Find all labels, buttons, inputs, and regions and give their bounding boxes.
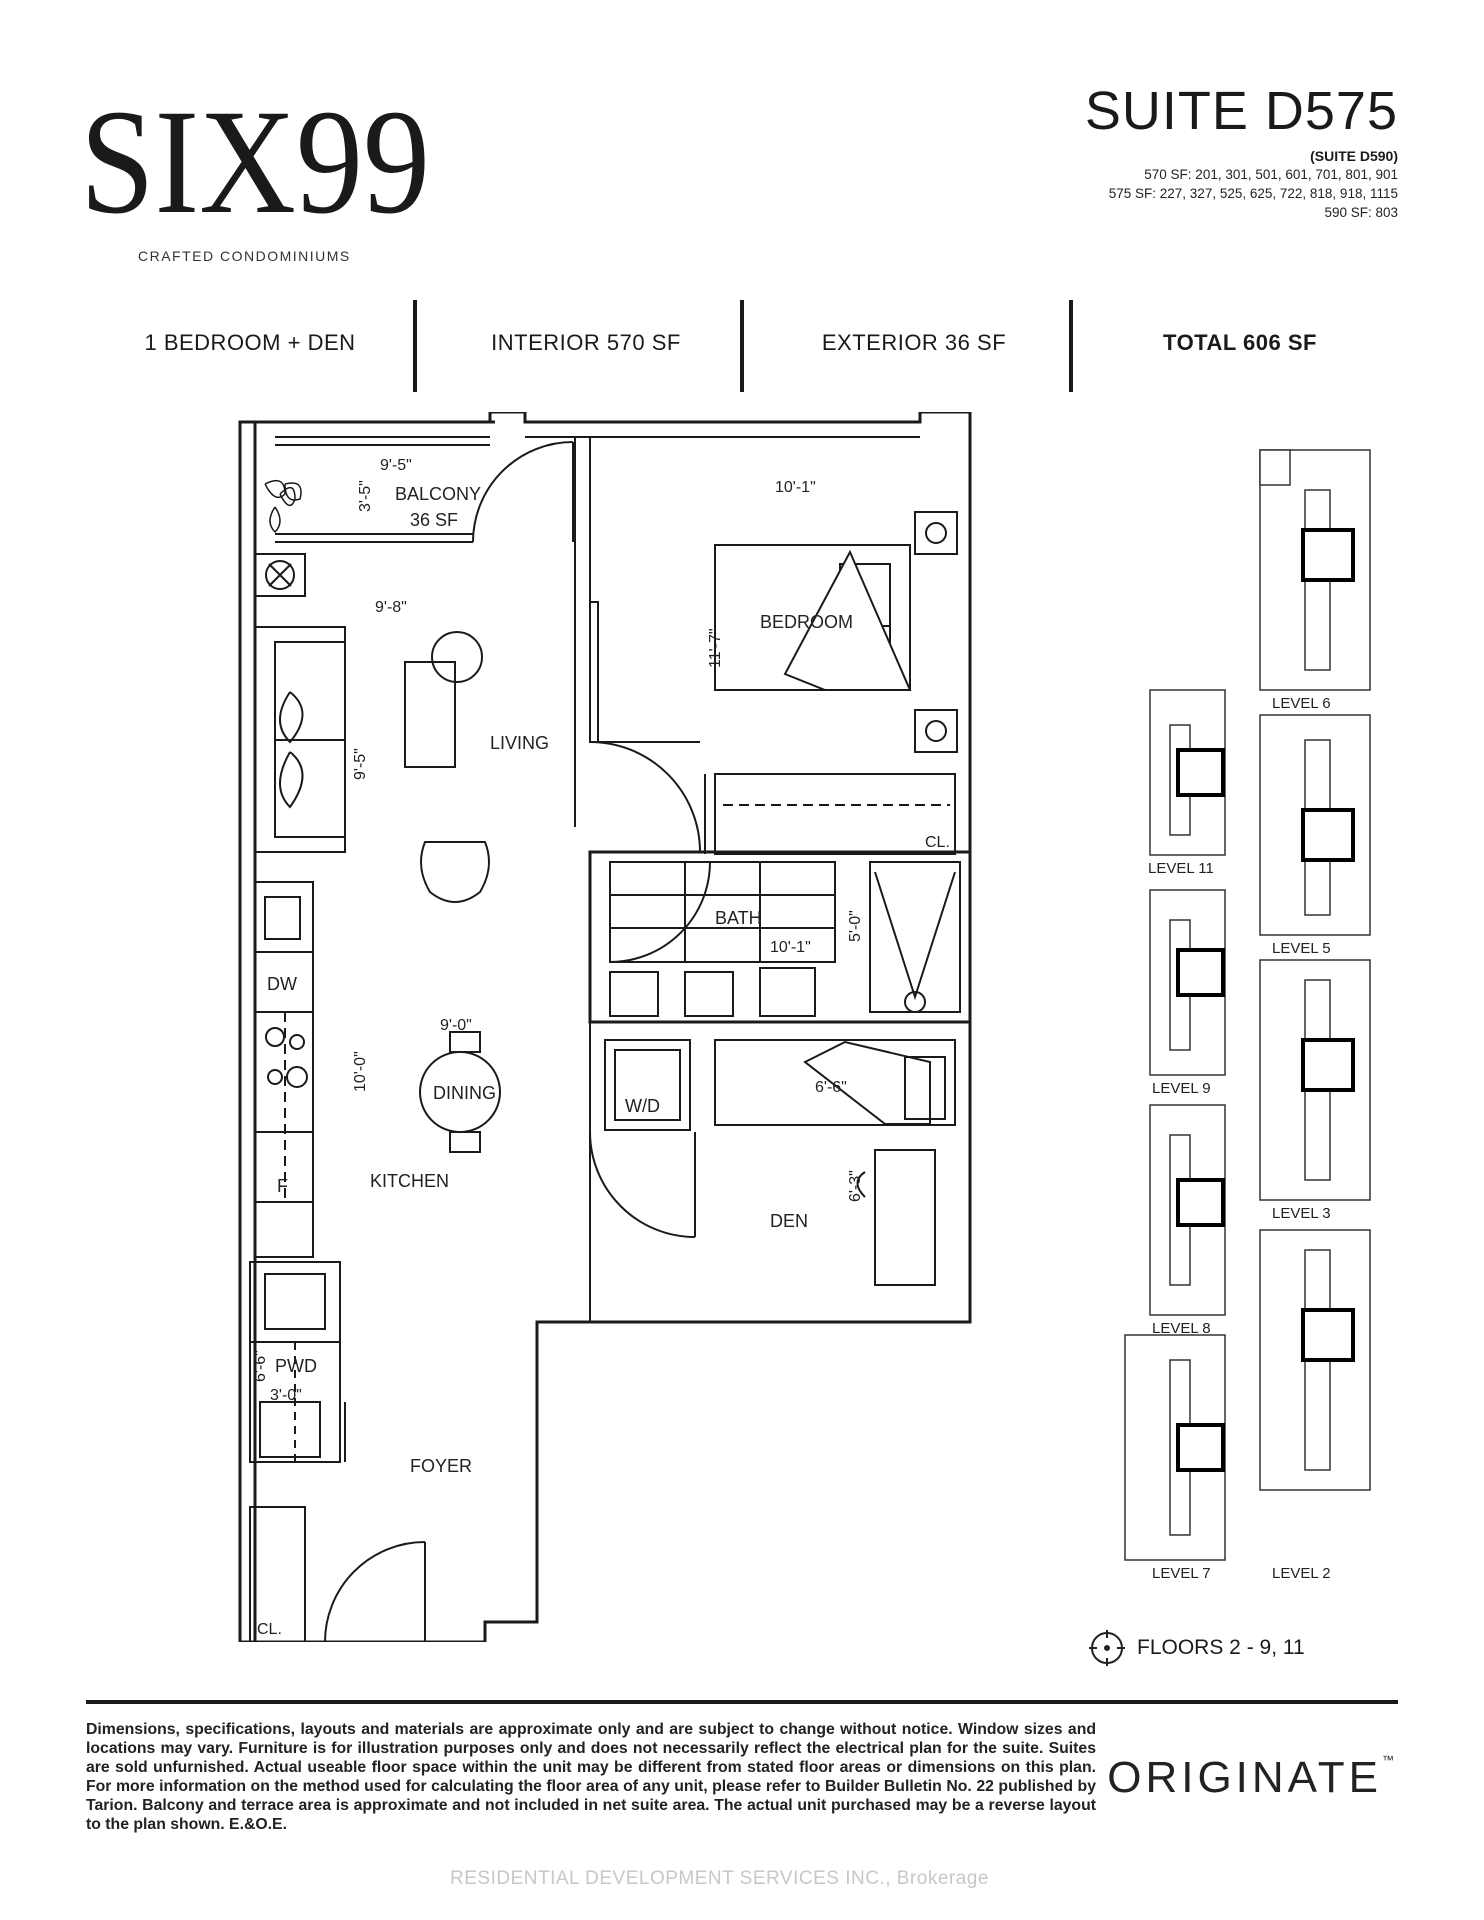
dw-label: DW xyxy=(267,974,297,994)
foyer-closet xyxy=(249,1506,306,1642)
floors-indicator: FLOORS 2 - 9, 11 xyxy=(1087,1628,1305,1668)
foyer-closet-label: CL. xyxy=(257,1621,282,1638)
footer-divider xyxy=(86,1700,1398,1704)
kitchen-counter xyxy=(254,881,314,1258)
exterior-outline xyxy=(238,412,972,1642)
stats-bar: 1 BEDROOM + DEN INTERIOR 570 SF EXTERIOR… xyxy=(90,300,1390,396)
coffee-table xyxy=(404,661,456,768)
balcony-width-dim: 9'-5" xyxy=(380,457,412,474)
dining-label: DINING xyxy=(433,1083,496,1103)
sink xyxy=(609,971,659,1017)
bedroom-width-dim: 10'-1" xyxy=(775,479,816,496)
den-desk xyxy=(874,1149,936,1286)
brokerage-watermark: RESIDENTIAL DEVELOPMENT SERVICES INC., B… xyxy=(450,1868,989,1889)
originate-logo: ORIGINATE™ xyxy=(1107,1753,1394,1803)
keyplan-label-level-7: LEVEL 7 xyxy=(1152,1565,1211,1582)
entry-door-swing xyxy=(324,1541,426,1642)
keyplan-label-level-9: LEVEL 9 xyxy=(1152,1080,1211,1097)
bath-block xyxy=(588,850,972,1024)
keyplan-level-6 xyxy=(1259,449,1371,691)
stat-interior: INTERIOR 570 SF xyxy=(491,330,681,355)
keyplan-level-7 xyxy=(1124,1334,1226,1561)
compass-icon xyxy=(1089,1630,1125,1666)
brand-tm: ™ xyxy=(1382,1753,1394,1767)
bed xyxy=(714,544,911,691)
floor-plan: 9'-5" BALCONY 36 SF 3'-5" 10'-1" BEDROOM… xyxy=(238,412,972,1642)
keyplan-level-3 xyxy=(1259,959,1371,1201)
bath-label: BATH xyxy=(715,908,762,928)
den-width-dim: 6'-6" xyxy=(815,1079,847,1096)
closet-label: CL. xyxy=(925,834,950,851)
keyplan-label-level-5: LEVEL 5 xyxy=(1272,940,1331,957)
bedroom-label: BEDROOM xyxy=(760,612,853,632)
kitchen-label: KITCHEN xyxy=(370,1171,449,1191)
kitchen-depth-dim: 10'-0" xyxy=(352,1051,369,1092)
fridge-label: F xyxy=(277,1176,288,1196)
nightstand xyxy=(914,511,958,555)
bath-door-swing xyxy=(609,861,711,963)
stat-divider xyxy=(1069,300,1073,392)
keyplan-level-11 xyxy=(1149,689,1226,856)
balcony-depth-dim: 3'-5" xyxy=(357,480,374,512)
keyplan-label-level-11: LEVEL 11 xyxy=(1148,860,1214,877)
armchair xyxy=(420,841,490,903)
unit-line-575: 575 SF: 227, 327, 525, 625, 722, 818, 91… xyxy=(1108,186,1398,201)
keyplan-label-level-6: LEVEL 6 xyxy=(1272,695,1331,712)
keyplan-label-level-8: LEVEL 8 xyxy=(1152,1320,1211,1337)
balcony-label: BALCONY xyxy=(395,484,481,504)
keyplan-label-level-3: LEVEL 3 xyxy=(1272,1205,1331,1222)
keyplan-level-5 xyxy=(1259,714,1371,936)
unit-line-590: 590 SF: 803 xyxy=(1324,205,1398,220)
disclaimer: Dimensions, specifications, layouts and … xyxy=(86,1721,1096,1833)
washer-dryer xyxy=(604,1039,691,1131)
pwd-width-dim: 3'-0" xyxy=(270,1387,302,1404)
suite-title: SUITE D575 xyxy=(1084,81,1398,141)
living-width-dim: 9'-8" xyxy=(375,599,407,616)
balcony-area: 36 SF xyxy=(410,510,458,530)
suite-alt: (SUITE D590) xyxy=(1310,148,1398,164)
bathtub xyxy=(609,861,836,963)
keyplan-label-level-2: LEVEL 2 xyxy=(1272,1565,1331,1582)
bath-width-dim: 10'-1" xyxy=(770,939,811,956)
wd-label: W/D xyxy=(625,1096,660,1116)
key-plan: LEVEL 6 LEVEL 11 LEVEL 5 LEVEL 9 LEVEL 3… xyxy=(1124,449,1371,1582)
keyplan-level-9 xyxy=(1149,889,1226,1076)
toilet xyxy=(759,967,816,1017)
pwd-label: PWD xyxy=(275,1356,317,1376)
six99-logo: SIX99 xyxy=(80,80,430,240)
dining-width-dim: 9'-0" xyxy=(440,1017,472,1034)
stat-divider xyxy=(740,300,744,392)
bath-depth-dim: 5'-0" xyxy=(847,910,864,942)
living-depth-dim: 9'-5" xyxy=(352,748,369,780)
shower xyxy=(869,861,961,1013)
floor-lamp xyxy=(265,560,295,590)
keyplan-level-8 xyxy=(1149,1104,1226,1316)
pwd-depth-dim: 6'-6" xyxy=(252,1350,269,1382)
plant-icon xyxy=(264,479,302,534)
bedroom-door-swing xyxy=(589,741,701,853)
logo-text: SIX99 xyxy=(80,80,430,240)
nightstand xyxy=(914,709,958,753)
logo-subtitle: CRAFTED CONDOMINIUMS xyxy=(138,248,351,264)
brand-name: ORIGINATE xyxy=(1107,1753,1382,1802)
bedroom-depth-dim: 11'-7" xyxy=(707,628,724,668)
stat-exterior: EXTERIOR 36 SF xyxy=(821,330,1007,355)
den-depth-dim: 6'-3" xyxy=(847,1170,864,1202)
balcony-door-swing xyxy=(472,441,574,543)
stat-type: 1 BEDROOM + DEN xyxy=(144,330,356,355)
floors-label: FLOORS 2 - 9, 11 xyxy=(1137,1636,1305,1659)
sink xyxy=(684,971,734,1017)
unit-line-570: 570 SF: 201, 301, 501, 601, 701, 801, 90… xyxy=(1144,167,1398,182)
den-door-swing xyxy=(589,1131,696,1238)
den-bed xyxy=(714,1039,956,1126)
bedroom-closet xyxy=(714,773,956,855)
foyer-label: FOYER xyxy=(410,1456,472,1476)
den-label: DEN xyxy=(770,1211,808,1231)
keyplan-level-2 xyxy=(1259,1229,1371,1491)
living-label: LIVING xyxy=(490,733,549,753)
stat-divider xyxy=(413,300,417,392)
stat-total: TOTAL 606 SF xyxy=(1163,330,1317,355)
